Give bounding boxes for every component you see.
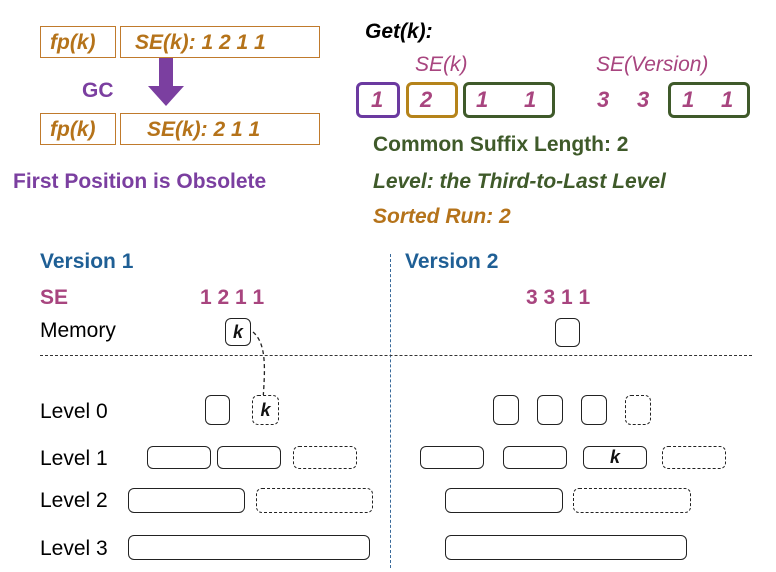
se-k-label: SE(k) — [415, 53, 468, 76]
v2-l1-run-key-k: k — [583, 446, 647, 469]
gc-label: GC — [82, 79, 114, 102]
fp-box-bottom — [40, 113, 116, 145]
version-2-title: Version 2 — [405, 250, 499, 273]
gc-arrow-icon — [148, 58, 184, 106]
fp-box-top — [40, 26, 116, 58]
v2-memtable — [555, 318, 580, 347]
v1-l2-run-1 — [128, 488, 245, 513]
level-0-row-label: Level 0 — [40, 400, 108, 423]
memory-row-label: Memory — [40, 319, 116, 342]
common-suffix-line: Common Suffix Length: 2 — [373, 133, 629, 156]
sorted-run-line: Sorted Run: 2 — [373, 205, 511, 228]
level-3-row-label: Level 3 — [40, 537, 108, 560]
obsolete-note: First Position is Obsolete — [13, 170, 267, 193]
v1-l1-run-3 — [293, 446, 357, 469]
se-version-digit-1: 3 — [597, 87, 610, 112]
v2-l0-run-4 — [625, 395, 651, 425]
level-2-row-label: Level 2 — [40, 489, 108, 512]
v2-l0-run-1 — [493, 395, 519, 425]
se-k-digit-3: 1 — [476, 87, 489, 112]
se-version-label: SE(Version) — [596, 53, 709, 76]
version-1-se-value: 1 2 1 1 — [200, 286, 265, 309]
se-after-label: SE(k): 2 1 1 — [147, 118, 261, 141]
se-box-bottom — [120, 113, 320, 145]
v2-l1-run-2 — [503, 446, 567, 469]
se-k-first-box — [356, 82, 400, 118]
level-line: Level: the Third-to-Last Level — [373, 170, 666, 193]
se-version-digit-3: 1 — [682, 87, 695, 112]
v2-l0-run-2 — [537, 395, 563, 425]
get-title: Get(k): — [365, 20, 433, 43]
level-1-row-label: Level 1 — [40, 447, 108, 470]
v1-l0-run-1 — [205, 395, 230, 425]
version-2-se-value: 3 3 1 1 — [526, 286, 591, 309]
memory-disk-divider — [40, 355, 752, 356]
v1-memtable-key-k: k — [225, 318, 251, 346]
v2-l1-run-1 — [420, 446, 484, 469]
se-k-second-box — [406, 82, 458, 118]
se-version-digit-2: 3 — [637, 87, 650, 112]
v2-l0-run-3 — [581, 395, 607, 425]
se-version-digit-4: 1 — [721, 87, 734, 112]
se-k-suffix-box — [463, 82, 555, 118]
v2-l2-run-2 — [573, 488, 691, 513]
v1-flush-connector — [252, 331, 266, 401]
fp-label-top: fp(k) — [50, 31, 96, 54]
v2-l2-run-1 — [445, 488, 563, 513]
se-k-digit-2: 2 — [420, 87, 433, 112]
se-row-label: SE — [40, 286, 69, 309]
v1-l2-run-2 — [256, 488, 373, 513]
se-box-top — [120, 26, 320, 58]
v1-l0-run-key-k: k — [252, 395, 279, 425]
se-k-digit-4: 1 — [524, 87, 537, 112]
se-k-digit-1: 1 — [371, 87, 384, 112]
v1-l1-run-1 — [147, 446, 211, 469]
se-version-suffix-box — [668, 82, 750, 118]
version-1-title: Version 1 — [40, 250, 134, 273]
v1-l3-run-1 — [128, 535, 370, 560]
v2-l3-run-1 — [445, 535, 687, 560]
se-before-label: SE(k): 1 2 1 1 — [135, 31, 266, 54]
fp-label-bottom: fp(k) — [50, 118, 96, 141]
v2-l1-run-4 — [662, 446, 726, 469]
v1-l1-run-2 — [217, 446, 281, 469]
version-divider — [390, 254, 391, 568]
